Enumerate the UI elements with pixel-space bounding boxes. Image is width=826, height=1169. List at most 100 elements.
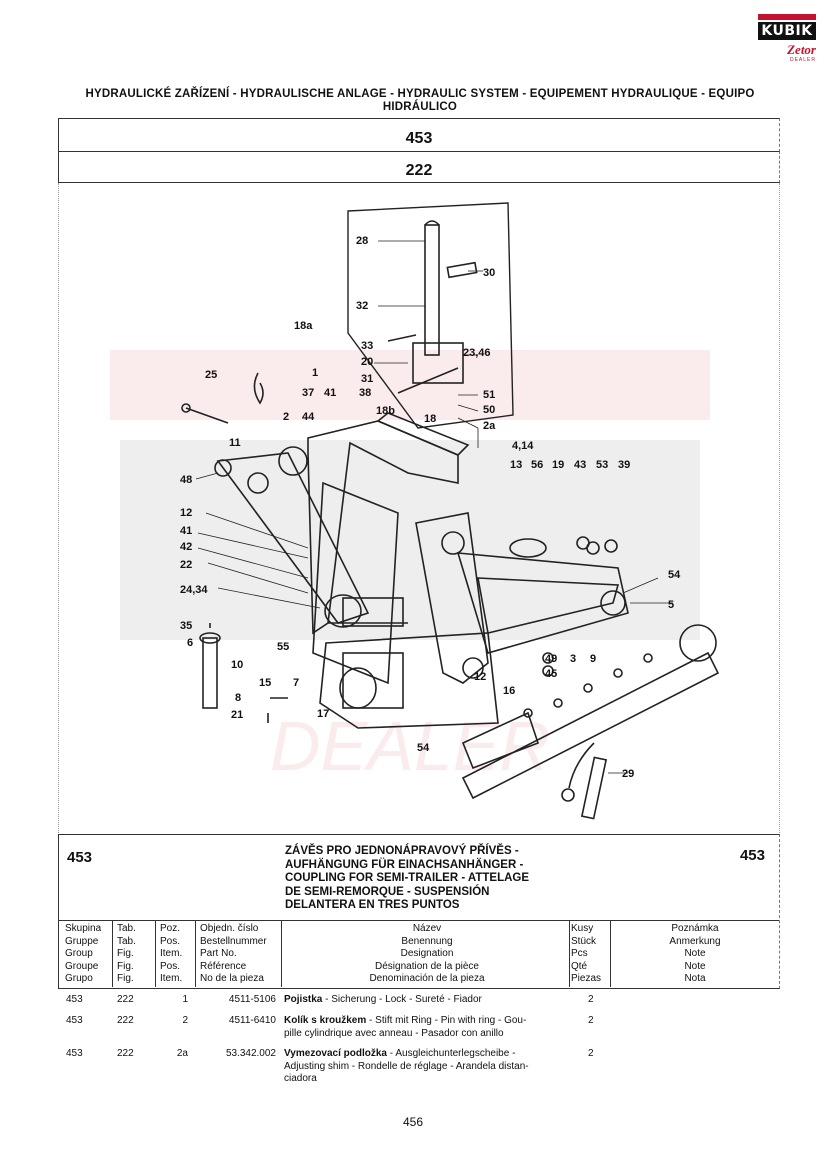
callout-label: 21 <box>231 709 244 721</box>
desc-group-number: 453 <box>67 849 93 866</box>
cell-pos: 2 <box>182 1015 188 1026</box>
callout-label: 55 <box>277 641 290 653</box>
description-line: DELANTERA EN TRES PUNTOS <box>285 899 460 911</box>
section-title-line2: HIDRÁULICO <box>382 101 458 113</box>
callout-label: 53 <box>596 459 609 471</box>
description-line: ZÁVĚS PRO JEDNONÁPRAVOVÝ PŘÍVĚS - <box>285 845 519 857</box>
callout-label: 33 <box>361 340 374 352</box>
cell-name: Pojistka - Sicherung - Lock - Sureté - F… <box>284 994 574 1019</box>
column-divider <box>112 920 113 987</box>
column-header-tab: Tab.Tab.Fig.Fig.Fig. <box>117 923 136 985</box>
column-divider <box>281 920 282 987</box>
callout-label: 31 <box>361 373 374 385</box>
callout-label: 29 <box>622 768 635 780</box>
cell-qty: 2 <box>588 994 594 1005</box>
callout-label: 30 <box>483 267 496 279</box>
column-divider <box>155 920 156 987</box>
name-translations: - Ausgleichunterlegscheibe - <box>387 1048 516 1059</box>
cell-qty: 2 <box>588 1048 594 1059</box>
cell-group: 453 <box>66 994 83 1005</box>
callout-label: 18 <box>424 413 437 425</box>
cell-group: 453 <box>66 1048 83 1059</box>
callout-label: 51 <box>483 389 496 401</box>
callout-label: 17 <box>317 708 330 720</box>
callout-label: 3 <box>570 653 577 665</box>
column-header-pos: Poz.Pos.Item.Pos.Item. <box>160 923 183 985</box>
cell-part-no: 4511-6410 <box>228 1015 276 1026</box>
cell-tab: 222 <box>117 1048 134 1059</box>
callout-label: 24,34 <box>180 584 208 596</box>
callout-label: 7 <box>293 677 300 689</box>
callout-label: 5 <box>668 599 675 611</box>
table-number-box: 222 <box>58 151 780 183</box>
logo-dealer: DEALER <box>789 57 816 63</box>
callout-label: 56 <box>531 459 544 471</box>
logo-sub: Zetor <box>787 42 816 57</box>
callout-label: 39 <box>618 459 631 471</box>
assembly-description: ZÁVĚS PRO JEDNONÁPRAVOVÝ PŘÍVĚS - AUFHÄN… <box>285 845 575 913</box>
cell-pos: 2a <box>176 1048 188 1059</box>
desc-group-number-right: 453 <box>739 847 765 864</box>
page-number: 456 <box>402 1115 424 1129</box>
callout-label: 2 <box>283 411 290 423</box>
description-line: DE SEMI-REMORQUE - SUSPENSIÓN <box>285 885 490 898</box>
logo-brand: KUBIK <box>758 22 816 40</box>
name-primary: Kolík s kroužkem <box>284 1015 367 1026</box>
callout-label: 54 <box>668 569 681 581</box>
callout-label: 13 <box>510 459 523 471</box>
callout-label: 16 <box>503 685 516 697</box>
column-divider <box>569 920 570 987</box>
cell-qty: 2 <box>588 1015 594 1026</box>
cell-part-no: 53.342.002 <box>225 1048 276 1059</box>
callout-label: 18a <box>294 320 313 332</box>
callout-label: 12 <box>474 671 487 683</box>
callout-label: 1 <box>312 367 319 379</box>
callout-label: 48 <box>180 474 193 486</box>
callout-label: 15 <box>259 677 272 689</box>
diagram-frame <box>58 183 780 833</box>
callout-label: 2a <box>483 420 496 432</box>
callout-label: 42 <box>180 541 193 553</box>
callout-label: 44 <box>302 411 315 423</box>
callout-label: 9 <box>590 653 597 665</box>
callout-label: 43 <box>574 459 587 471</box>
callout-label: 37 <box>302 387 315 399</box>
logo-stripe <box>758 14 816 20</box>
callout-label: 6 <box>187 637 194 649</box>
callout-label: 35 <box>180 620 193 632</box>
watermark-text: DEALER <box>270 707 550 785</box>
callout-label: 23,46 <box>463 347 491 359</box>
callout-label: 28 <box>356 235 369 247</box>
column-divider <box>610 920 611 987</box>
callout-label: 54 <box>417 742 430 754</box>
callout-label: 8 <box>235 692 242 704</box>
parts-header-box: 453 453 ZÁVĚS PRO JEDNONÁPRAVOVÝ PŘÍVĚS … <box>58 834 780 989</box>
hitch-exploded-diagram <box>181 202 720 820</box>
cell-group: 453 <box>66 1015 83 1026</box>
name-translations: - Stift mit Ring - Pin with ring - Gou- <box>366 1015 527 1026</box>
section-title: HYDRAULICKÉ ZAŘÍZENÍ - HYDRAULISCHE ANLA… <box>40 88 800 114</box>
callout-label: 4,14 <box>512 440 534 452</box>
cell-pos: 1 <box>182 994 188 1005</box>
callout-label: 11 <box>229 437 241 449</box>
callout-label: 38 <box>359 387 372 399</box>
column-divider <box>195 920 196 987</box>
callout-label: 50 <box>483 404 496 416</box>
callout-label: 41 <box>180 525 193 537</box>
cell-tab: 222 <box>117 994 134 1005</box>
callout-label: 32 <box>356 300 369 312</box>
cell-name: Kolík s kroužkem - Stift mit Ring - Pin … <box>284 1015 527 1039</box>
cell-tab: 222 <box>117 1015 134 1026</box>
callout-label: 45 <box>545 668 558 680</box>
kubik-zetor-logo: KUBIK Zetor DEALER <box>758 14 816 64</box>
header-divider <box>59 920 779 921</box>
group-number-box: 453 <box>58 118 780 152</box>
cell-name: Vymezovací podložka - Ausgleichunterlegs… <box>284 1048 529 1084</box>
section-title-line1: HYDRAULICKÉ ZAŘÍZENÍ - HYDRAULISCHE ANLA… <box>85 88 755 100</box>
description-line: AUFHÄNGUNG FÜR EINACHSANHÄNGER - <box>285 858 524 871</box>
